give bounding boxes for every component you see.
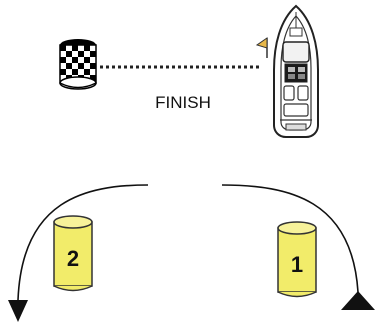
checkered-flag-buoy-icon bbox=[60, 39, 96, 89]
buoy-number: 1 bbox=[291, 252, 303, 277]
buoy-number: 2 bbox=[67, 246, 79, 271]
buoy-1: 1 bbox=[278, 222, 316, 297]
boat-icon bbox=[257, 6, 318, 137]
finish-label: FINISH bbox=[155, 93, 211, 112]
buoy-2: 2 bbox=[54, 216, 92, 291]
